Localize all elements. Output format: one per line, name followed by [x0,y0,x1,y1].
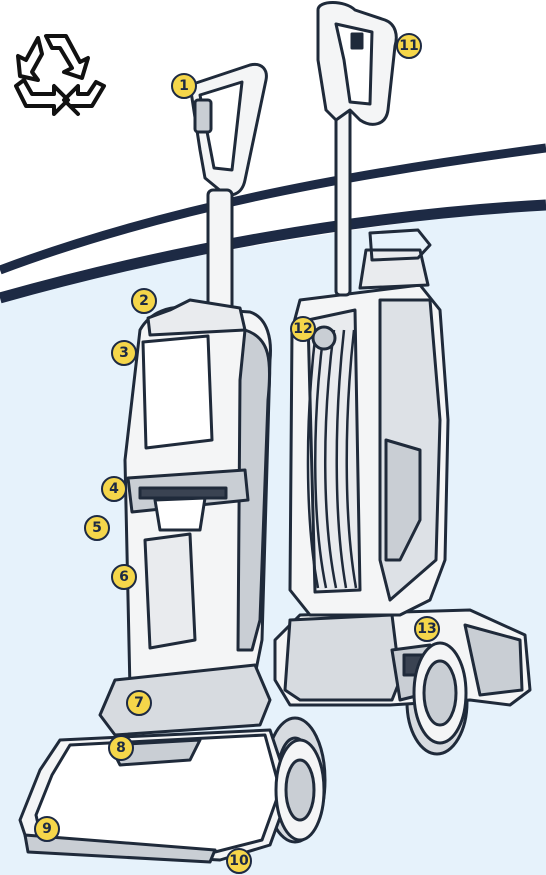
callout-2-label: 2 [139,293,149,309]
vacuum-back [273,1,532,756]
callout-7: 7 [126,690,152,716]
callout-7-label: 7 [134,695,144,711]
stripe-lower [0,199,546,304]
callout-11-label: 11 [399,38,419,54]
callout-12: 12 [290,316,316,342]
callout-13: 13 [414,616,440,642]
callout-12-label: 12 [293,321,313,337]
callout-1-label: 1 [179,78,189,94]
callout-3: 3 [111,340,137,366]
callout-8-label: 8 [116,740,126,756]
callout-9-label: 9 [42,821,52,837]
callout-6-label: 6 [119,569,129,585]
callout-9: 9 [34,816,60,842]
callout-11: 11 [396,33,422,59]
recycle-icon [14,34,106,116]
stripe-upper [0,143,546,275]
callout-8: 8 [108,735,134,761]
callout-10-label: 10 [229,853,249,869]
callout-5-label: 5 [92,520,102,536]
callout-2: 2 [131,288,157,314]
callout-4: 4 [101,476,127,502]
callout-5: 5 [84,515,110,541]
callout-10: 10 [226,848,252,874]
callout-3-label: 3 [119,345,129,361]
callout-6: 6 [111,564,137,590]
callout-13-label: 13 [417,621,437,637]
callout-4-label: 4 [109,481,119,497]
vacuum-front [18,62,327,864]
callout-1: 1 [171,73,197,99]
